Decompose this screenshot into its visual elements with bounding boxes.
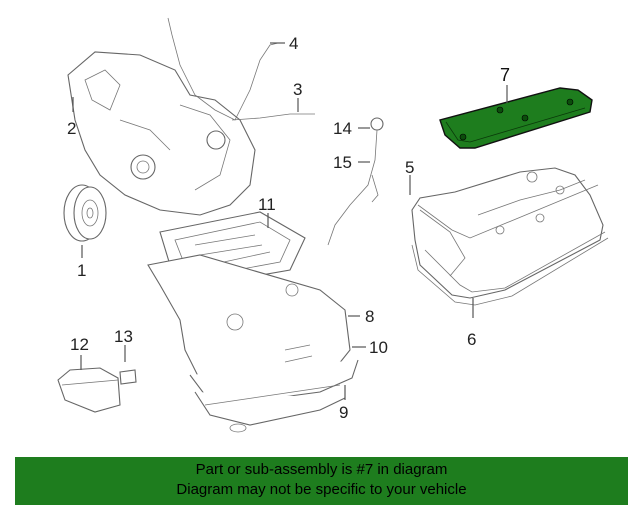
callout-4: 4: [289, 34, 298, 53]
callout-7: 7: [500, 65, 510, 85]
highlighted-part-7: [439, 87, 593, 149]
callout-3: 3: [293, 80, 302, 99]
callout-12: 12: [70, 335, 89, 354]
gasket-wire-4: [167, 17, 279, 121]
callout-9: 9: [339, 403, 348, 422]
oil-pan: [147, 211, 359, 433]
timing-cover: [67, 51, 256, 216]
callout-13: 13: [114, 327, 133, 346]
valve-cover: [411, 167, 609, 306]
callout-8: 8: [365, 307, 374, 326]
callout-11: 11: [258, 195, 276, 214]
callout-10: 10: [369, 338, 388, 357]
callout-1: 1: [77, 261, 86, 280]
crank-pulley: [63, 184, 107, 242]
callout-14: 14: [333, 119, 352, 138]
exploded-parts-diagram: 1 2 3 4 5 6 7 8 9 10 11 12 13 14 15: [57, 17, 609, 433]
dipstick: [327, 117, 384, 246]
callout-5: 5: [405, 158, 414, 177]
callout-15: 15: [333, 153, 352, 172]
banner-disclaimer-text: Diagram may not be specific to your vehi…: [176, 481, 467, 498]
banner-part-text: Part or sub-assembly is #7 in diagram: [195, 461, 448, 478]
callout-6: 6: [467, 330, 476, 349]
callout-labels: 1 2 3 4 5 6 7 8 9 10 11 12 13 14 15: [67, 34, 510, 422]
callout-2: 2: [67, 119, 76, 138]
info-banner: Part or sub-assembly is #7 in diagram Di…: [15, 457, 628, 505]
leader-lines: [72, 42, 508, 400]
oil-filter: [57, 367, 137, 413]
